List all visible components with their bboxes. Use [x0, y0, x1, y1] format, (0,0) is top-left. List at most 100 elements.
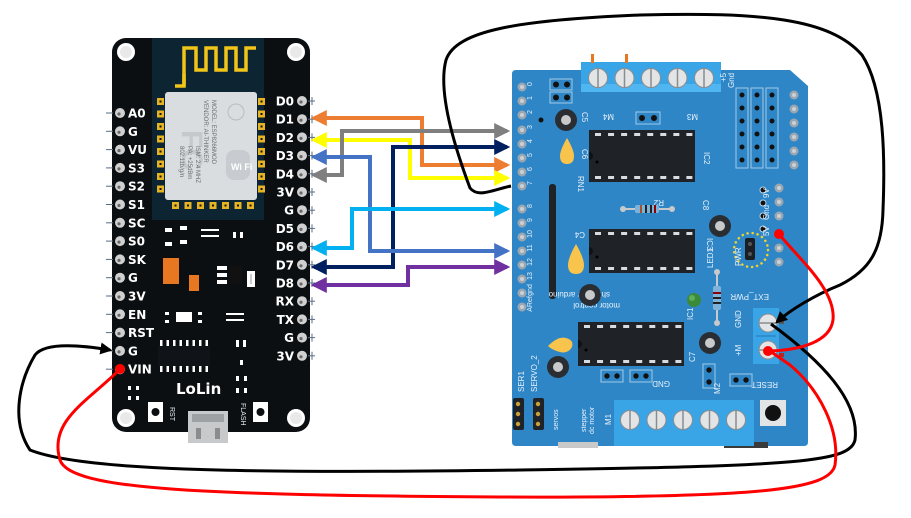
servo-pin[interactable]: [535, 421, 541, 427]
pin-label: EN: [128, 308, 146, 322]
svg-text:M2: M2: [713, 382, 722, 394]
pin-sc[interactable]: SC: [106, 216, 146, 230]
shield-pin-label: 4: [527, 139, 534, 143]
servo-pin[interactable]: [515, 411, 521, 417]
servo-pin[interactable]: [515, 401, 521, 407]
shield-pin-0[interactable]: 0: [517, 82, 535, 92]
svg-text:C7: C7: [688, 351, 697, 362]
servo-pin[interactable]: [515, 421, 521, 427]
pin-s2[interactable]: S2: [106, 180, 145, 194]
svg-text:9V: 9V: [762, 188, 771, 198]
shield-pin-4[interactable]: 4: [517, 139, 535, 149]
pin-a0[interactable]: A0: [106, 107, 146, 121]
terminal-screw[interactable]: [641, 68, 661, 88]
top-terminal-screws: [588, 68, 714, 88]
pin-vu[interactable]: VU: [106, 143, 147, 157]
shield-pin-2[interactable]: 2: [517, 110, 535, 120]
pin-rx[interactable]: RX: [276, 295, 316, 309]
pin-label: D7: [276, 258, 294, 272]
pin-label: D1: [276, 113, 294, 127]
pin-d0[interactable]: D0: [276, 95, 315, 109]
pin-label: VU: [128, 143, 147, 157]
pin-d4[interactable]: D4: [276, 167, 315, 181]
shield-pin-label: 1: [527, 96, 534, 100]
pin-d5[interactable]: D5: [276, 222, 315, 236]
pin-tx[interactable]: TX: [277, 313, 315, 327]
shield-pin-12[interactable]: 12: [517, 258, 535, 270]
shield-pin-7[interactable]: 7: [517, 181, 535, 191]
servo-pin[interactable]: [535, 411, 541, 417]
shield-pin-1[interactable]: 1: [517, 96, 535, 106]
capacitor-c6: [560, 138, 574, 164]
pin-g[interactable]: G: [106, 271, 138, 285]
wire-5v-red: [769, 233, 835, 353]
terminal-screw[interactable]: [726, 410, 746, 430]
pin-label: G: [284, 204, 294, 218]
pin-d3[interactable]: D3: [276, 149, 315, 163]
pwr-jumper[interactable]: [745, 238, 755, 260]
svg-text:GND: GND: [734, 310, 743, 328]
svg-text:+M: +M: [734, 344, 743, 356]
shield-pin-label: gnd: [527, 284, 534, 296]
terminal-screw[interactable]: [588, 68, 608, 88]
shield-pin-6[interactable]: 6: [517, 167, 535, 177]
shield-pin-9[interactable]: 9: [517, 218, 535, 228]
label-ser1: SER1: [517, 371, 526, 392]
pin-g[interactable]: G: [284, 331, 315, 345]
shield-pin-3[interactable]: 3: [517, 125, 535, 135]
label-m4: M4: [602, 112, 614, 121]
shield-pin-5[interactable]: 5: [517, 153, 535, 163]
label-pwr: PWR: [734, 247, 743, 266]
shield-reset-button[interactable]: [760, 400, 786, 426]
shield-pin-aref[interactable]: ARef: [517, 296, 535, 312]
pin-sk[interactable]: SK: [106, 253, 147, 267]
proto-header-grid: [735, 87, 799, 170]
micro-usb-port[interactable]: [188, 411, 228, 443]
shield-pin-label: 10: [527, 230, 534, 238]
shield-pin-label: 13: [527, 272, 534, 280]
pin-label: G: [128, 125, 138, 139]
svg-text:dc motor: dc motor: [589, 406, 596, 434]
label-gnd-top: Gnd: [727, 73, 736, 88]
ic3-chip: [589, 229, 695, 273]
terminal-screw[interactable]: [620, 410, 640, 430]
pin-label: G: [128, 271, 138, 285]
pin-label: G: [284, 331, 294, 345]
pin-label: S1: [128, 198, 145, 212]
pin-3v[interactable]: 3V: [276, 349, 315, 363]
pin-label: A0: [128, 107, 146, 121]
flash-button[interactable]: [253, 402, 268, 422]
shield-pin-gnd[interactable]: gnd: [517, 284, 535, 298]
terminal-screw[interactable]: [699, 410, 720, 430]
terminal-screw[interactable]: [694, 68, 714, 88]
module-pa: PA: +25dBm: [186, 146, 192, 179]
servo-pin[interactable]: [535, 401, 541, 407]
pin-rst[interactable]: RST: [106, 326, 155, 340]
wire-endpoint-plus-m: [763, 346, 773, 356]
smd-capacitor: [163, 258, 179, 284]
shield-pin-label: 8: [527, 204, 534, 208]
rst-button[interactable]: [148, 402, 163, 422]
shield-pin-13[interactable]: 13: [517, 272, 535, 284]
terminal-screw[interactable]: [673, 410, 693, 430]
shield-pin-label: 6: [527, 167, 534, 171]
shield-pin-label: 12: [527, 258, 534, 266]
svg-text:RN1: RN1: [576, 176, 585, 193]
terminal-screw[interactable]: [667, 68, 688, 88]
ext-pwr-gnd-screw[interactable]: [758, 313, 778, 333]
terminal-screw[interactable]: [614, 68, 635, 88]
flash-button-label: FLASH: [239, 403, 246, 426]
shield-pin-8[interactable]: 8: [517, 204, 535, 214]
pin-s0[interactable]: S0: [106, 235, 145, 249]
pin-s1[interactable]: S1: [106, 198, 145, 212]
pin-g[interactable]: G: [106, 125, 138, 139]
pin-s3[interactable]: S3: [106, 161, 145, 175]
pin-3v[interactable]: 3V: [106, 290, 146, 304]
label-ic2: IC2: [702, 152, 711, 165]
smd-capacitor: [189, 275, 199, 291]
bottom-terminal-screws: [620, 410, 746, 430]
shield-pin-10[interactable]: 10: [517, 230, 535, 242]
terminal-screw[interactable]: [646, 410, 667, 430]
shield-pin-11[interactable]: 11: [517, 244, 535, 256]
pin-en[interactable]: EN: [106, 308, 146, 322]
